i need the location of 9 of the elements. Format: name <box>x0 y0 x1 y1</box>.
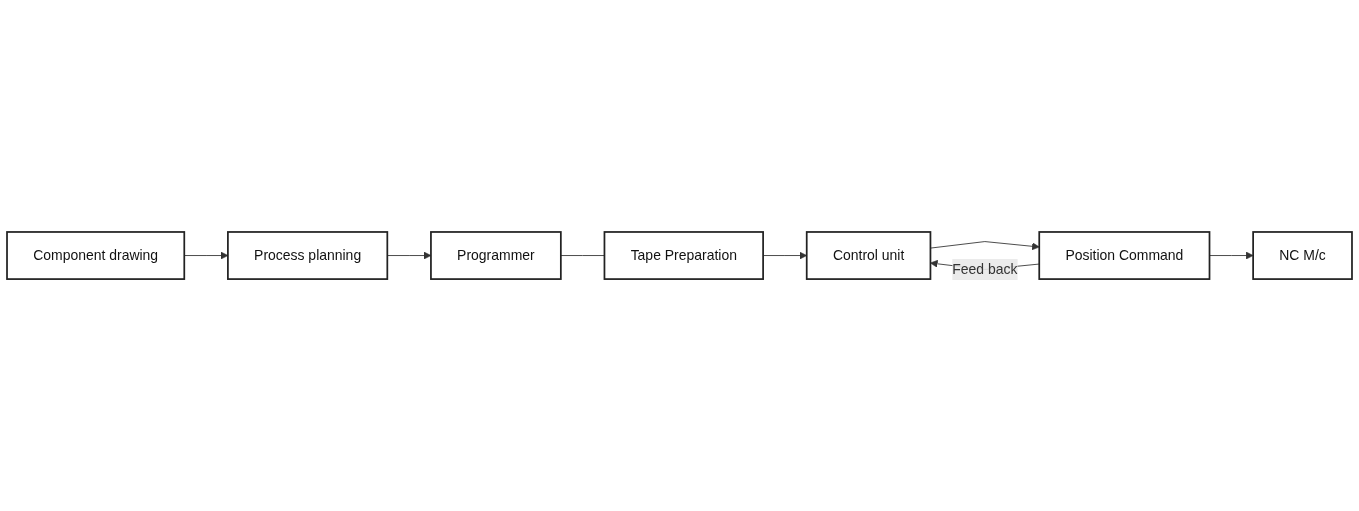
node-box: Tape Preparation <box>603 230 764 280</box>
node-box: Component drawing <box>6 230 186 280</box>
node-box: Process planning <box>227 230 389 280</box>
node-box: NC M/c <box>1252 230 1353 280</box>
connector <box>560 254 605 256</box>
node-box: Position Command <box>1038 230 1211 280</box>
node-box: Programmer <box>430 230 562 280</box>
edge-label: Feed back <box>952 261 1018 276</box>
node-box: Control unit <box>805 230 932 280</box>
